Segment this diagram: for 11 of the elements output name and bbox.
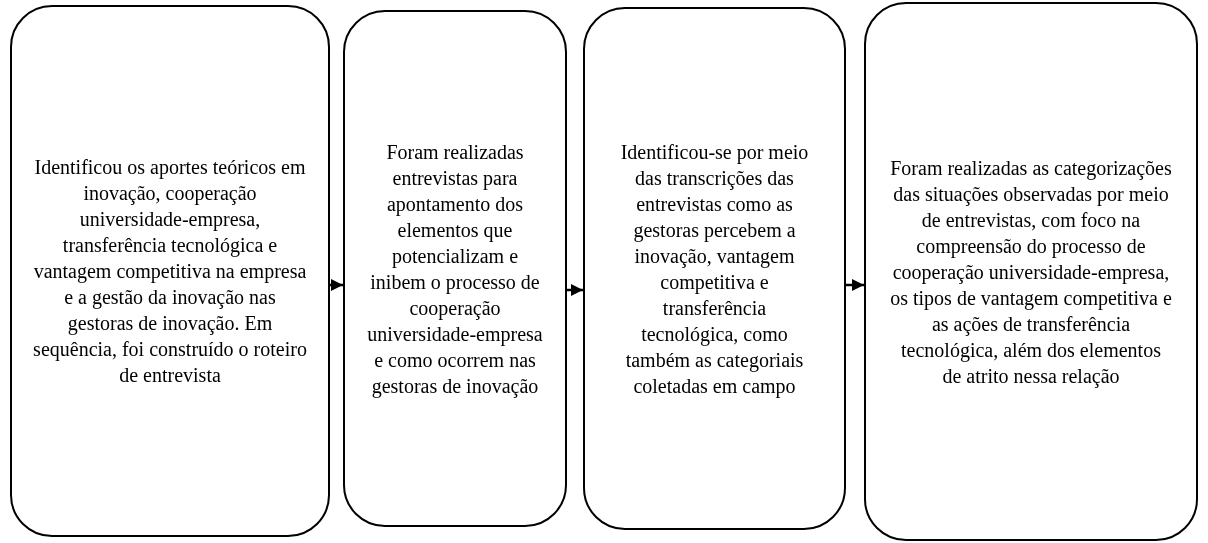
arrow: [567, 283, 583, 297]
process-box: [583, 7, 846, 530]
step-text: Foram realizadas as categorizações das situações observadas por meio de entrevistas, com foco na compreensão do processo de cooperação universidade-empresa, os tipos de vantagem competitiva e as ações de transferência tecnológica, além dos elementos de atrito nessa relação: [890, 155, 1172, 389]
process-box: [864, 2, 1198, 541]
arrow: [846, 278, 864, 292]
process-box: [10, 5, 330, 537]
process-box: [343, 10, 567, 527]
step-text: Identificou-se por meio das transcrições das entrevistas como as gestoras percebem a inovação, vantagem competitiva e transferência tecnológica, como também as categoriais coletadas em campo: [619, 139, 810, 399]
step-text: Foram realizadas entrevistas para apontamento dos elementos que potencializam e inibem o processo de cooperação universidade-empresa e como ocorrem nas gestoras de inovação: [367, 139, 543, 399]
arrow: [330, 278, 343, 292]
step-text: Identificou os aportes teóricos em inovação, cooperação universidade-empresa, transferência tecnológica e vantagem competitiva na empresa e a gestão da inovação nas gestoras de inovação. Em sequência, foi construído o roteiro de entrevista: [32, 155, 308, 388]
